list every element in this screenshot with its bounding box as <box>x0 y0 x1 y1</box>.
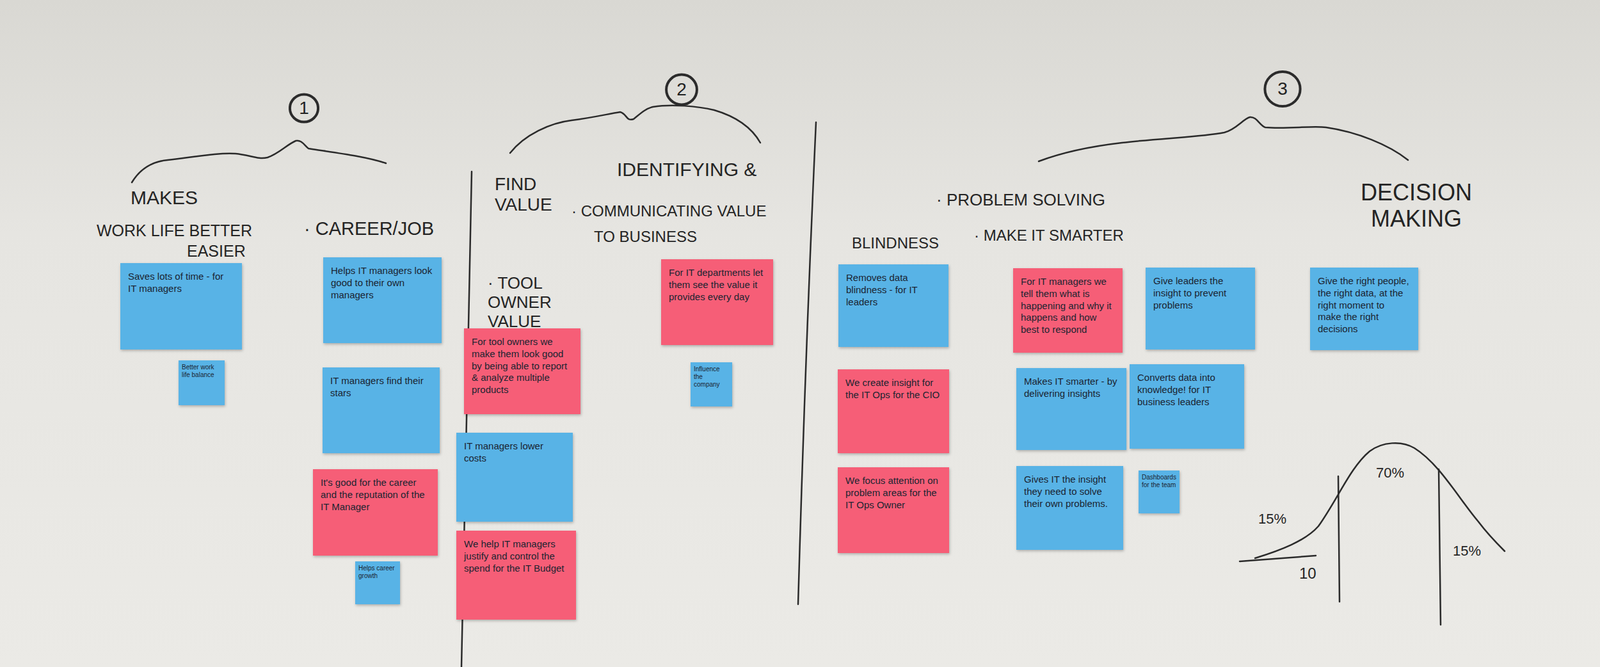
note-text: Dashboards for the team <box>1141 473 1177 489</box>
header-label: IDENTIFYING & <box>616 158 757 182</box>
header-label: · CAREER/JOB <box>304 218 434 240</box>
note-text: Converts data into knowledge! for IT bus… <box>1137 371 1237 408</box>
bell-baseline <box>1239 555 1316 562</box>
note-text: Better work life balance <box>181 363 222 379</box>
header-label: TO BUSINESS <box>593 227 697 246</box>
bell-divider <box>1338 476 1340 602</box>
group-number-circle: 3 <box>1263 69 1302 109</box>
note-text: It's good for the career and the reputat… <box>320 476 431 513</box>
group-brace <box>510 105 761 153</box>
header-label: · TOOL OWNER VALUE <box>487 273 610 332</box>
note-text: Gives IT the insight they need to solve … <box>1024 473 1116 510</box>
group-number-circle: 1 <box>288 92 320 124</box>
note-text: IT managers lower costs <box>464 440 566 465</box>
note-text: Give leaders the insight to prevent prob… <box>1153 275 1248 312</box>
note-text: For tool owners we make them look good b… <box>471 336 573 397</box>
sticky-note: We create insight for the IT Ops for the… <box>837 369 950 454</box>
note-text: Helps IT managers look good to their own… <box>330 264 434 301</box>
note-text: IT managers find their stars <box>330 375 432 400</box>
bell-curve <box>1255 442 1505 559</box>
note-text: We focus attention on problem areas for … <box>845 474 942 511</box>
header-label: 15% <box>1258 510 1287 527</box>
small-sticky-note: Helps career growth <box>355 561 400 605</box>
note-text: For IT managers we tell them what is hap… <box>1020 275 1115 336</box>
header-label: 70% <box>1376 464 1405 481</box>
sticky-note: Give the right people, the right data, a… <box>1310 267 1419 351</box>
header-label: · COMMUNICATING VALUE <box>571 202 767 221</box>
column-divider <box>798 122 816 605</box>
note-text: We create insight for the IT Ops for the… <box>845 376 942 402</box>
sticky-note: Give leaders the insight to prevent prob… <box>1145 267 1256 350</box>
small-sticky-note: Dashboards for the team <box>1138 470 1180 514</box>
header-label: 10 <box>1299 564 1317 583</box>
note-text: For IT departments let them see the valu… <box>668 266 766 303</box>
circle-stroke <box>666 74 697 105</box>
sticky-note: Converts data into knowledge! for IT bus… <box>1129 364 1245 449</box>
note-text: Helps career growth <box>358 564 397 580</box>
sticky-note: For tool owners we make them look good b… <box>464 328 581 415</box>
sticky-note: Gives IT the insight they need to solve … <box>1016 465 1124 550</box>
header-label: MAKES <box>130 186 198 210</box>
note-text: Makes IT smarter - by delivering insight… <box>1024 375 1119 400</box>
callout-number: 2 <box>676 80 687 99</box>
header-label: BLINDNESS <box>851 234 939 253</box>
sticky-note: Saves lots of time - for IT managers <box>120 263 242 350</box>
small-sticky-note: Better work life balance <box>178 360 225 406</box>
sticky-note: Helps IT managers look good to their own… <box>323 257 442 344</box>
header-label: · PROBLEM SOLVING <box>936 190 1106 210</box>
sticky-note: It's good for the career and the reputat… <box>312 469 438 556</box>
sticky-note: For IT managers we tell them what is hap… <box>1013 268 1123 353</box>
header-label: 15% <box>1452 542 1481 559</box>
sticky-note: Removes data blindness - for IT leaders <box>838 264 949 347</box>
group-brace <box>131 140 386 183</box>
header-label: EASIER <box>186 241 246 261</box>
sticky-note: We focus attention on problem areas for … <box>837 467 950 553</box>
callout-number: 1 <box>298 99 310 118</box>
header-label: WORK LIFE BETTER <box>96 221 253 240</box>
note-text: Saves lots of time - for IT managers <box>128 270 235 296</box>
group-brace <box>1038 117 1408 162</box>
callout-number: 3 <box>1277 80 1288 98</box>
note-text: Give the right people, the right data, a… <box>1317 275 1411 336</box>
bell-divider <box>1438 469 1441 625</box>
group-number-circle: 2 <box>664 72 699 107</box>
sticky-note: IT managers lower costs <box>456 432 573 522</box>
header-label: · MAKE IT SMARTER <box>974 226 1124 245</box>
note-text: Influence the company <box>693 365 729 389</box>
header-label: FIND VALUE <box>494 174 559 216</box>
header-label: DECISION MAKING <box>1339 179 1494 233</box>
circle-stroke <box>1264 71 1300 107</box>
sticky-note: IT managers find their stars <box>322 367 440 454</box>
note-text: We help IT managers justify and control … <box>464 538 569 575</box>
sticky-note: We help IT managers justify and control … <box>456 530 576 620</box>
note-text: Removes data blindness - for IT leaders <box>846 272 941 308</box>
small-sticky-note: Influence the company <box>690 362 733 407</box>
sticky-note: For IT departments let them see the valu… <box>661 259 774 345</box>
sticky-note: Makes IT smarter - by delivering insight… <box>1016 368 1127 450</box>
circle-stroke <box>289 94 319 122</box>
